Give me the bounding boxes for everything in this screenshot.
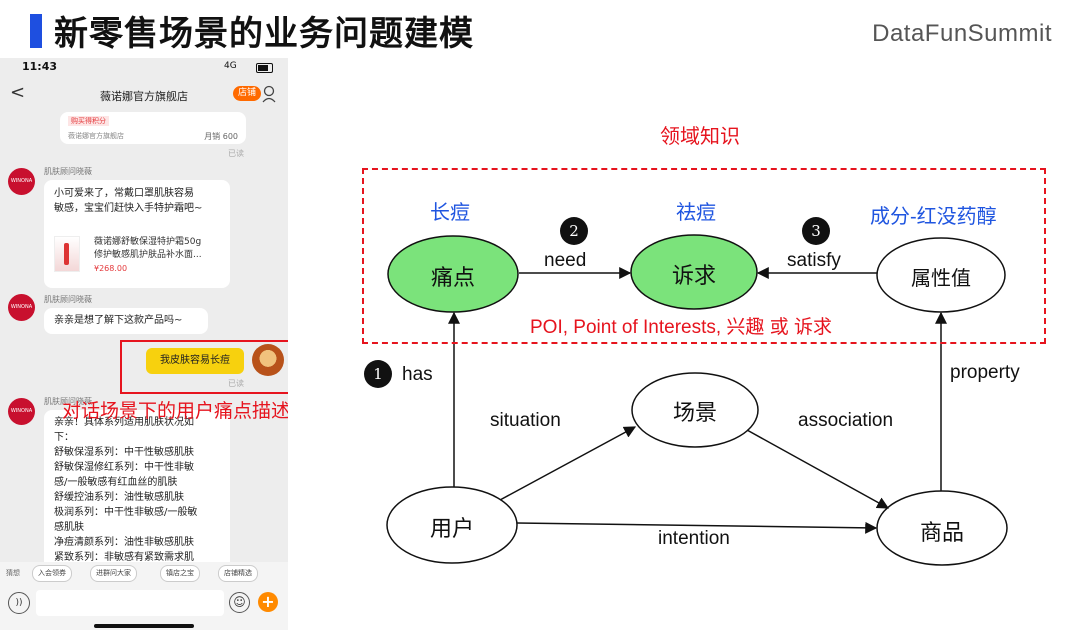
business-model-diagram: 领域知识 长痘 祛痘 成分-红没药醇 痛点 诉求 属性值 场景 用户 商品 2 … [290,60,1080,630]
message-input[interactable] [36,590,224,616]
quick-action-bar: 猜想 入会领券 进群问大家 镇店之宝 店铺精选 [0,562,288,584]
node-user [386,486,518,564]
user-avatar [252,344,284,376]
domain-knowledge-title: 领域知识 [660,126,740,148]
message-text: 亲亲！具体系列适用肌肤状况如 下： 舒敏保湿系列：中干性敏感肌肤 舒敏保湿修红系… [54,417,198,563]
page-title: 新零售场景的业务问题建模 [54,14,474,54]
message-text: 小可爱来了，常戴口罩肌肤容易 敏感，宝宝们赶快入手特护霜吧~ [54,188,203,214]
message-bubble: 亲亲！具体系列适用肌肤状况如 下： 舒敏保湿系列：中干性敏感肌肤 舒敏保湿修红系… [44,410,230,570]
node-pain-label: 痛点 [430,266,475,291]
step-1-badge: 1 [364,360,392,388]
voice-icon[interactable]: )) [8,592,30,614]
node-attr-label: 属性值 [911,266,971,290]
points-tag: 购买得积分 [68,116,109,126]
edge-intention [516,521,878,534]
node-demand-label: 诉求 [671,264,716,289]
node-user-label: 用户 [429,517,474,542]
diagram-shapes [386,234,1008,566]
title-accent-bar [30,14,42,48]
recommended-product-name[interactable]: 薇诺娜舒敏保湿特护霜50g 修护敏感肌护肤品补水面... [94,237,202,260]
shop-button[interactable]: 店铺 [233,86,262,101]
advisor-avatar: WINONA 薇诺娜 [8,168,35,195]
label-attr-example: 成分-红没药醇 [870,206,997,228]
chat-input-bar: )) ☺ + [0,584,288,630]
node-product-label: 商品 [919,521,964,546]
shop-name: 薇诺娜官方旗舰店 [100,90,188,103]
back-icon[interactable]: < [10,82,26,103]
product-card-top[interactable]: 购买得积分 薇诺娜官方旗舰店 月销 600 [60,112,246,144]
edge-property-label: property [950,362,1020,383]
read-receipt: 已读 [228,149,244,158]
quick-action-chip[interactable]: 进群问大家 [90,565,137,582]
user-icon[interactable] [262,85,278,103]
chat-nav-bar: < 薇诺娜官方旗舰店 店铺 [0,80,288,110]
monthly-sales: 月销 600 [204,132,238,141]
read-receipt: 已读 [228,379,244,388]
node-scene [631,372,759,448]
sender-name: 肌肤顾问晓薇 [44,397,92,406]
step-3-badge: 3 [802,217,830,245]
message-bubble: 小可爱来了，常戴口罩肌肤容易 敏感，宝宝们赶快入手特护霜吧~ 薇诺娜舒敏保湿特护… [44,180,230,288]
brand-logo: DataFunSummit [872,20,1052,47]
card-shop-name: 薇诺娜官方旗舰店 [68,132,124,140]
message-text: 亲亲是想了解下这款产品吗~ [54,315,183,326]
edge-association [746,429,890,509]
label-pain-example: 长痘 [430,202,470,224]
sender-name: 肌肤顾问晓薇 [44,295,92,304]
domain-knowledge-box [362,168,1046,344]
status-bar: 11:43 4G [0,58,288,78]
edge-satisfy-label: satisfy [787,250,841,271]
user-message-bubble: 我皮肤容易长痘 [146,348,244,374]
edge-situation-label: situation [490,410,561,431]
product-price: ¥268.00 [94,264,128,273]
quick-action-guess[interactable]: 猜想 [6,569,20,577]
plus-button[interactable]: + [258,592,278,612]
quick-action-chip[interactable]: 入会领券 [32,565,72,582]
edge-intention-label: intention [658,528,730,549]
advisor-avatar: WINONA 薇诺娜 [8,294,35,321]
annotation-caption: 对话场景下的用户痛点描述 [62,400,288,422]
home-indicator [94,624,194,628]
step-2-badge: 2 [560,217,588,245]
annotation-box [120,340,288,394]
sender-name: 肌肤顾问晓薇 [44,167,92,176]
edge-has-label: has [402,364,433,385]
edge-situation [499,426,637,501]
edge-need-label: need [544,250,587,271]
quick-action-chip[interactable]: 店铺精选 [218,565,258,582]
quick-action-chip[interactable]: 镇店之宝 [160,565,200,582]
poi-caption: POI, Point of Interests, 兴趣 或 诉求 [530,317,832,338]
node-scene-label: 场景 [672,401,717,426]
status-time: 11:43 [22,60,58,73]
message-bubble: 亲亲是想了解下这款产品吗~ [44,308,208,334]
network-indicator: 4G [224,61,237,71]
advisor-avatar: WINONA 薇诺娜 [8,398,35,425]
edge-association-label: association [798,410,894,431]
phone-chat-screenshot: 11:43 4G < 薇诺娜官方旗舰店 店铺 购买得积分 薇诺娜官方旗舰店 月销… [0,58,288,630]
product-thumbnail [54,236,80,272]
emoji-icon[interactable]: ☺ [229,592,250,613]
label-demand-example: 祛痘 [676,202,716,224]
battery-icon [256,63,273,73]
